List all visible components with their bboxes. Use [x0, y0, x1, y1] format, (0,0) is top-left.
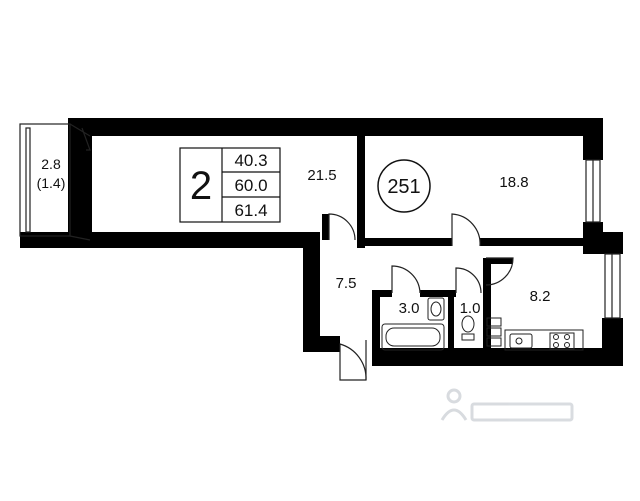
wall-left-living [68, 118, 92, 240]
windows [585, 159, 621, 319]
wall-living-bottom [20, 232, 318, 248]
wall-bath-toilet [448, 290, 454, 348]
unit-number: 251 [387, 176, 420, 198]
total-area: 60.0 [234, 176, 267, 195]
toilet-icon [461, 315, 475, 341]
wall-hall-top-stub [322, 214, 329, 240]
wall-top [68, 118, 603, 136]
wall-right-jog [583, 232, 623, 254]
bathtub-icon [381, 323, 445, 351]
wall-entrance-left [303, 336, 340, 352]
bathroom-area-label: 3.0 [399, 300, 420, 317]
stove-icon [549, 332, 575, 350]
summary-box-frame [179, 147, 281, 223]
balcony [19, 123, 91, 241]
summary-box [179, 147, 281, 223]
wall-hall-left [303, 232, 320, 350]
fixtures [381, 297, 584, 351]
wall-kitchen-top [483, 258, 513, 264]
kitchen-sink-icon [509, 333, 533, 349]
kitchen-counter [504, 329, 584, 351]
balcony-reduced-area-label: (1.4) [37, 175, 66, 191]
living-room-area-label: 21.5 [307, 167, 336, 184]
rooms-count: 2 [190, 164, 212, 208]
toilet-area-label: 1.0 [460, 300, 481, 317]
total-area-with-balcony: 61.4 [234, 201, 267, 220]
sink-icon [427, 297, 445, 321]
balcony-area-label: 2.8 [41, 156, 61, 172]
wall-bedroom-bottom-b [480, 238, 583, 246]
door-entrance [339, 343, 367, 381]
living-area: 40.3 [234, 151, 267, 170]
walls [20, 118, 623, 366]
wall-bath-top-a [372, 290, 392, 297]
bedroom-area-label: 18.8 [499, 174, 528, 191]
door-bathroom [391, 265, 421, 294]
door-bedroom [451, 213, 481, 247]
person-logo-icon [440, 388, 574, 422]
hall-area-label: 7.5 [336, 275, 357, 292]
doors [328, 213, 514, 381]
wall-bath-left [372, 290, 380, 360]
wall-toilet-kitchen [483, 262, 491, 348]
wall-right-upper [583, 118, 603, 160]
unit-number-circle [377, 159, 431, 213]
kitchen-area-label: 8.2 [530, 288, 551, 305]
door-kitchen [485, 257, 514, 286]
duct-icon [486, 317, 502, 347]
wall-living-bedroom [357, 118, 365, 248]
wall-bath-top-b [420, 290, 456, 297]
door-toilet [455, 267, 482, 294]
balcony-inner [25, 127, 31, 233]
door-living [328, 213, 356, 241]
wall-bedroom-bottom-a [357, 238, 452, 246]
wall-bottom [372, 348, 623, 366]
balcony-outline [19, 123, 71, 237]
